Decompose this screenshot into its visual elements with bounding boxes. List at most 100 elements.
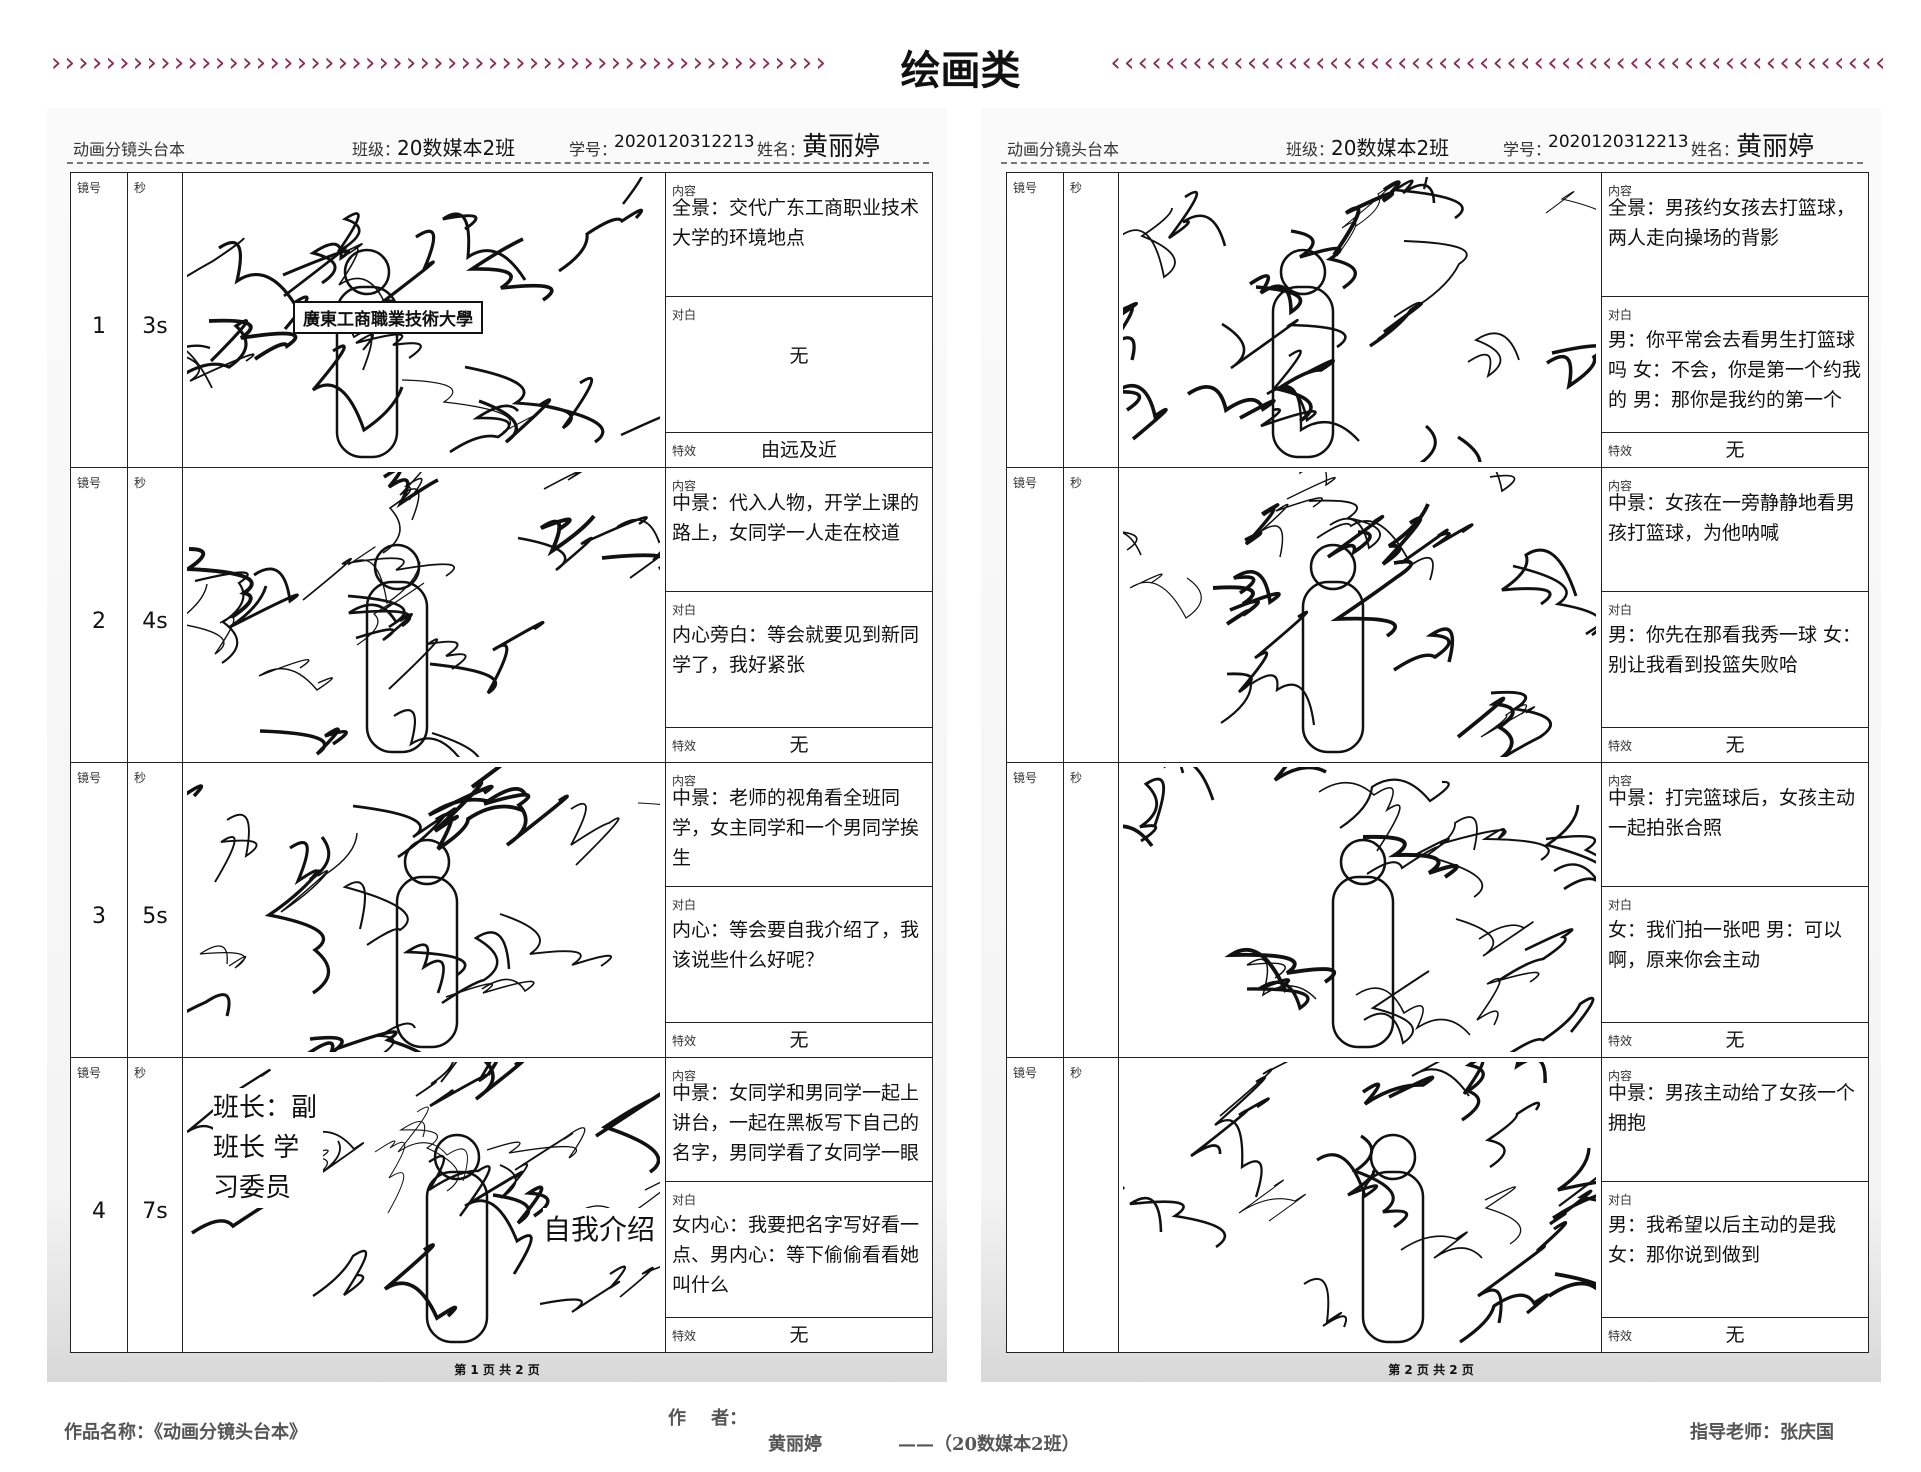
duration: 5s (142, 904, 168, 930)
name-label: 姓名： (757, 140, 806, 159)
sketch-stroke (401, 379, 538, 433)
name-value: 黄丽婷 (1736, 132, 1815, 162)
sketch-stroke (283, 212, 361, 298)
content-text: 中景：打完篮球后，女孩主动一起拍张合照 (1608, 787, 1856, 839)
sketch-stroke (1476, 971, 1540, 1026)
sketch-stroke (264, 868, 331, 995)
sketch-stroke (570, 802, 620, 866)
sketch-stroke (1489, 472, 1516, 493)
sketch-stroke (1244, 503, 1280, 546)
sketch-stroke (474, 1062, 525, 1101)
dialogue-section: 对白男：你平常会去看男生打篮球吗 女：不会，你是第一个约我的 男：那你是我约的第… (1602, 297, 1868, 433)
sketch-stroke (1179, 767, 1185, 774)
sketch-stroke (1461, 1062, 1485, 1122)
content-label: 内容 (672, 774, 697, 788)
shot-label: 镜号 (1013, 181, 1038, 195)
dialogue-section: 对白男：你先在那看我秀一球 女：别让我看到投篮失败哈 (1602, 592, 1868, 728)
sec-label: 秒 (1070, 476, 1083, 490)
shot-label: 镜号 (77, 1066, 102, 1080)
dialogue-text: 男：你平常会去看男生打篮球吗 女：不会，你是第一个约我的 男：那你是我约的第一个 (1608, 329, 1862, 411)
effect-label: 特效 (1608, 444, 1633, 458)
sketch-stroke (1355, 987, 1471, 1036)
sketch-stroke (1423, 816, 1484, 898)
figure-head (433, 1133, 481, 1181)
sketch-stroke (1229, 569, 1281, 612)
content-label: 内容 (1608, 774, 1633, 788)
sketch-stroke (1456, 696, 1515, 757)
sketch-stroke (1549, 1189, 1596, 1226)
sec-label: 秒 (134, 476, 147, 490)
sketch-stroke (499, 1132, 574, 1199)
table-row: 镜号秒内容全景：男孩约女孩去打篮球，两人走向操场的背影对白男：你平常会去看男生打… (1006, 172, 1869, 468)
sketch-stroke (1411, 1062, 1470, 1097)
dialogue-label: 对白 (672, 308, 697, 322)
dialogue-label: 对白 (672, 898, 697, 912)
sketch-stroke (429, 1062, 492, 1108)
sketch-stroke (1214, 1076, 1267, 1198)
gate-sign: 廣東工商職業技術大學 (293, 301, 483, 334)
content-section: 内容中景：女孩在一旁静静地看男孩打篮球，为他呐喊 (1602, 468, 1868, 592)
sec-label: 秒 (134, 1066, 147, 1080)
sec-label: 秒 (1070, 1066, 1083, 1080)
sketch-stroke (543, 472, 583, 490)
sketch-stroke (187, 319, 248, 375)
blackboard-text: 班长：副班长 学习委员 (213, 1088, 323, 1208)
effect-text: 无 (1725, 1029, 1745, 1051)
sketch-stroke (1260, 386, 1317, 428)
sketch-stroke (1480, 704, 1536, 738)
sketch-stroke (1123, 207, 1176, 279)
sketch-stroke (1123, 383, 1168, 441)
sketch-stroke (1271, 349, 1360, 442)
shot-label: 镜号 (1013, 771, 1038, 785)
shot-label: 镜号 (1013, 476, 1038, 490)
sketch-stroke (229, 567, 299, 629)
content-text: 中景：代入人物，开学上课的路上，女同学一人走在校道 (672, 492, 920, 544)
dialogue-section: 对白无 (666, 297, 932, 433)
sketch-stroke (1308, 499, 1381, 550)
sketch-stroke (218, 241, 309, 331)
sketch-stroke (1362, 834, 1459, 879)
doc-title: 动画分镜头台本 (73, 140, 186, 159)
sketch-stroke (1129, 573, 1202, 619)
class-value: 20数媒本2班 (1331, 136, 1450, 160)
sketch-stroke (1220, 674, 1316, 726)
page-footer: 第 2 页 共 2 页 (1388, 1363, 1474, 1377)
dialogue-text: 内心：等会要自我介绍了，我该说些什么好呢？ (672, 919, 920, 971)
scene-illustration (187, 472, 660, 757)
sketch-stroke (620, 416, 660, 437)
advisor: 指导老师：张庆国 (1690, 1422, 1834, 1443)
table-row: 镜号秒内容中景：打完篮球后，女孩主动一起拍张合照对白女：我们拍一张吧 男：可以啊… (1006, 762, 1869, 1058)
sketch-stroke (1490, 690, 1552, 757)
sketch-stroke (1316, 1153, 1379, 1199)
sketch-stroke (1190, 1097, 1270, 1158)
sketch-stroke (393, 709, 480, 757)
figure-head (1369, 1133, 1417, 1181)
content-section: 内容全景：交代广东工商职业技术大学的环境地点 (666, 173, 932, 297)
sketch-stroke (1546, 344, 1596, 390)
dialogue-label: 对白 (672, 1193, 697, 1207)
table-row: 镜号秒内容中景：男孩主动给了女孩一个拥抱对白男：我希望以后主动的是我 女：那你说… (1006, 1057, 1869, 1353)
effect-label: 特效 (1608, 1329, 1633, 1343)
content-section: 内容中景：女同学和男同学一起上讲台，一起在黑板写下自己的名字，男同学看了女同学一… (666, 1058, 932, 1182)
sketch-stroke (1224, 947, 1337, 993)
content-text: 全景：男孩约女孩去打篮球，两人走向操场的背影 (1608, 197, 1856, 249)
effect-label: 特效 (672, 739, 697, 753)
content-section: 内容全景：男孩约女孩去打篮球，两人走向操场的背影 (1602, 173, 1868, 297)
duration: 3s (142, 314, 168, 340)
shot-number: 1 (92, 314, 106, 340)
sketch-stroke (429, 620, 545, 695)
figure-silhouette (365, 580, 429, 754)
sketch-stroke (1339, 778, 1450, 829)
content-section: 内容中景：代入人物，开学上课的路上，女同学一人走在校道 (666, 468, 932, 592)
content-text: 全景：交代广东工商职业技术大学的环境地点 (672, 197, 920, 249)
author-class: ——（20数媒本2班） (898, 1434, 1080, 1455)
content-label: 内容 (1608, 184, 1633, 198)
sketch-stroke (1123, 531, 1142, 556)
sketch-stroke (302, 557, 455, 601)
sketch-stroke (259, 727, 348, 756)
sketch-stroke (1273, 767, 1327, 782)
sketch-stroke (347, 546, 421, 605)
